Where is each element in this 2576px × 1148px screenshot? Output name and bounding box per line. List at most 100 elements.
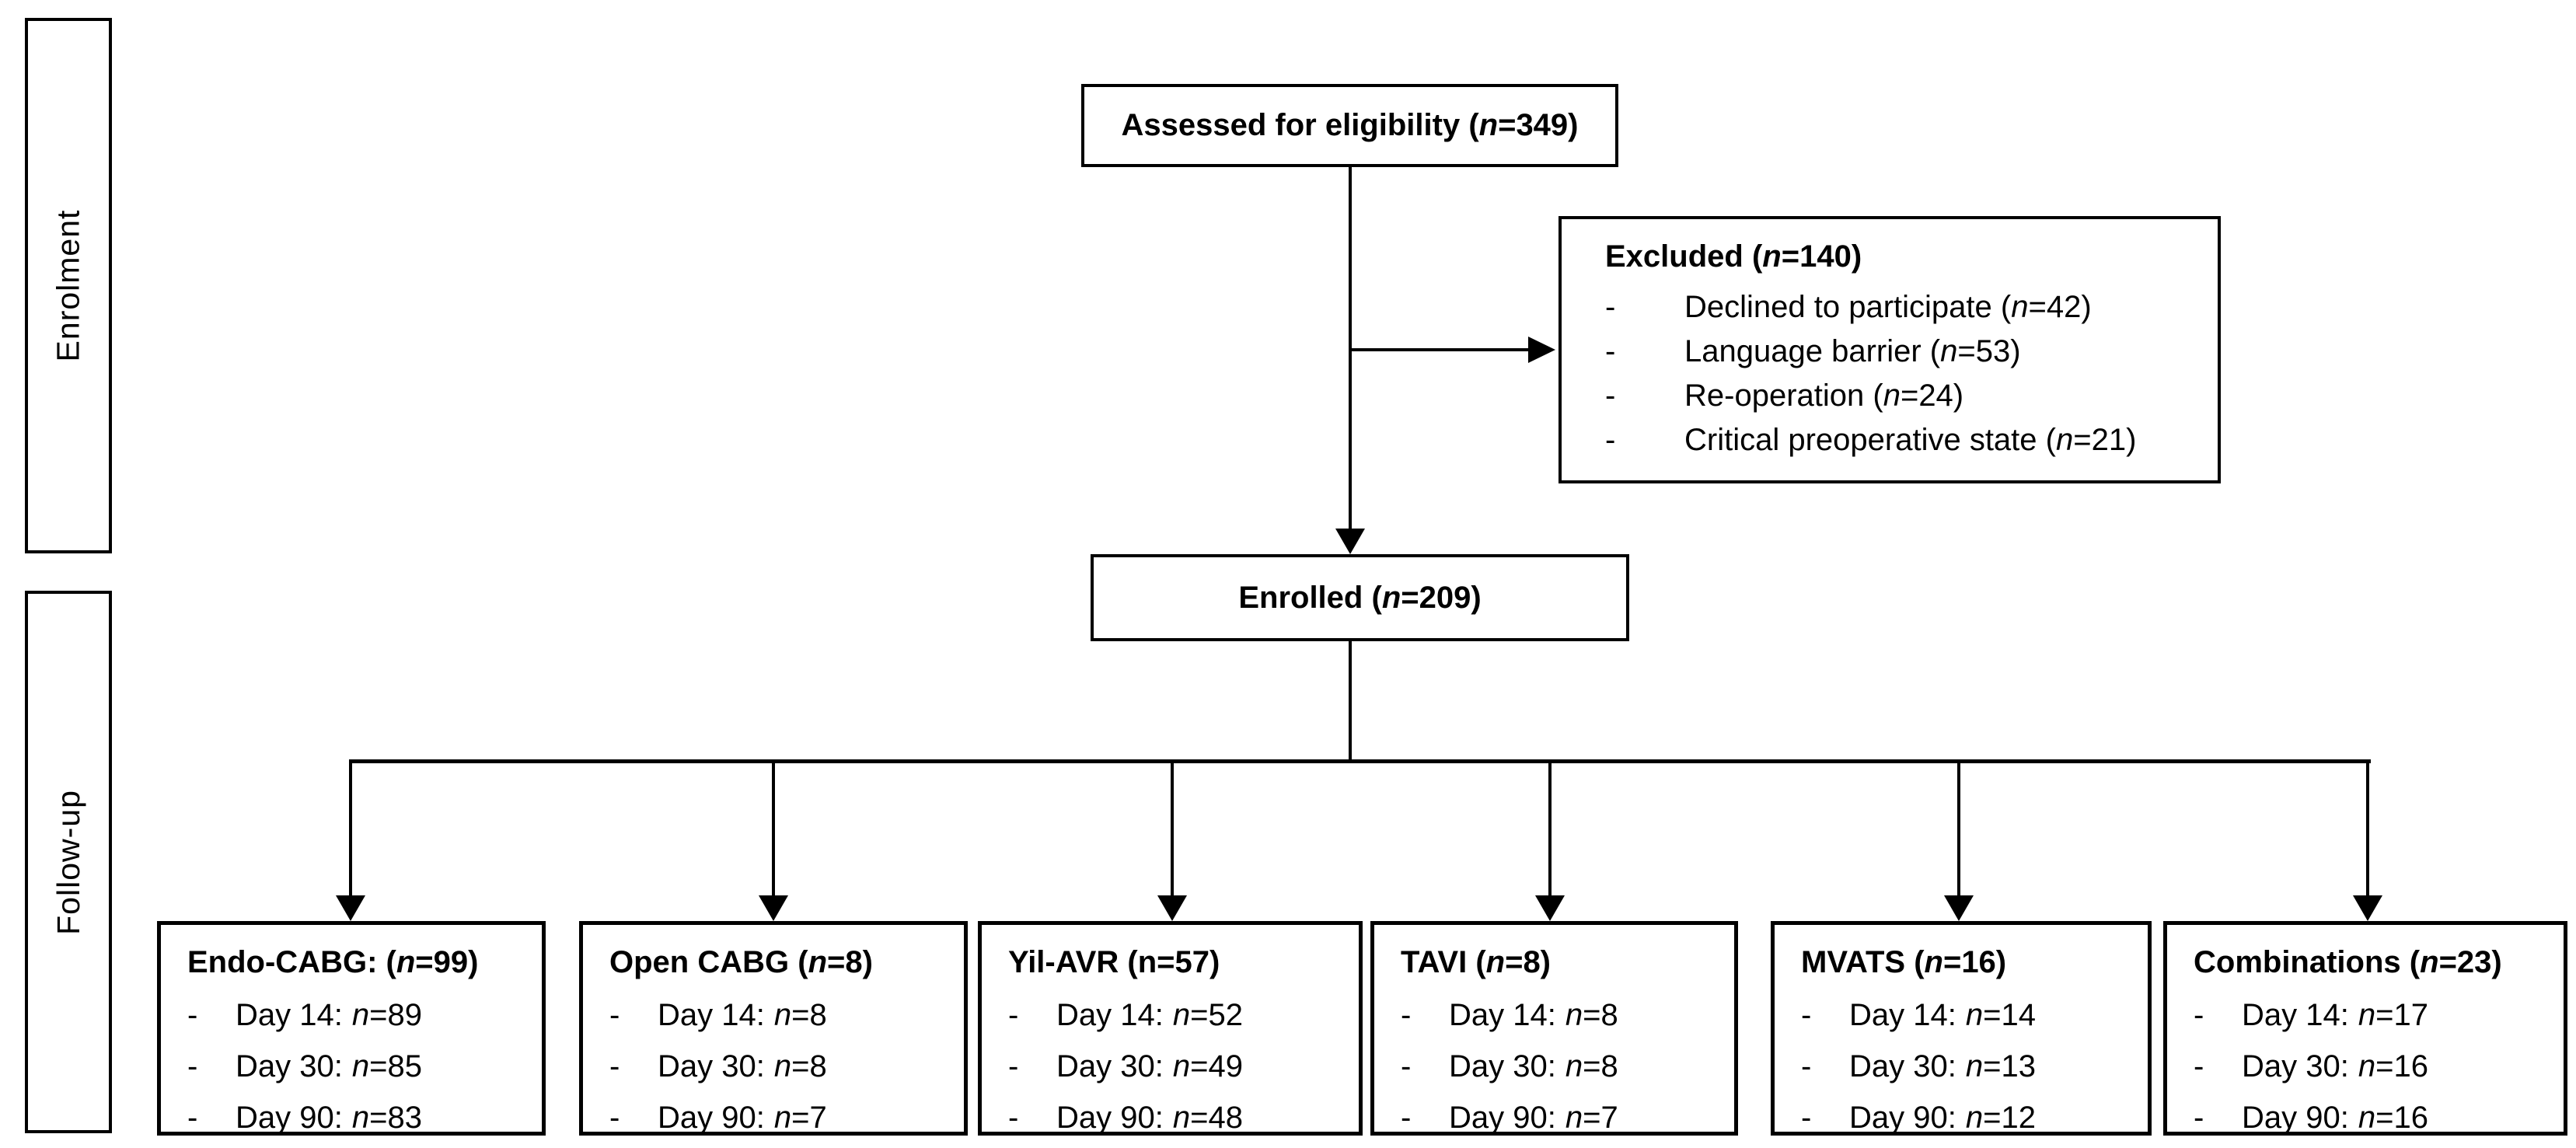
group-title: TAVI (n=8): [1374, 945, 1734, 980]
day-label: Day 90:: [2242, 1101, 2349, 1135]
enrolled-box: Enrolled (n=209): [1091, 554, 1629, 641]
day-n: n=16: [2358, 1101, 2428, 1135]
bullet-dash: -: [1605, 290, 1616, 324]
day-text: Day 90:n=7: [658, 1092, 827, 1143]
bullet-dash: -: [609, 1049, 620, 1083]
day-n: n=8: [1565, 1049, 1618, 1083]
stage-box-followup-inner: Follow-up: [28, 594, 109, 1130]
excluded-title-label: Excluded: [1605, 239, 1744, 274]
bullet-dash: -: [187, 998, 198, 1032]
arrowhead-into-enrolled: [1335, 529, 1365, 554]
day-n: n=16: [2358, 1049, 2428, 1083]
arrowhead-combinations: [2353, 895, 2382, 921]
group-day-row: -Day 14:n=8: [1374, 989, 1734, 1041]
day-n: n=85: [351, 1049, 422, 1083]
excluded-title-n: (n=140): [1751, 239, 1862, 274]
bullet-dash: -: [1605, 423, 1616, 457]
enrolled-label: Enrolled: [1238, 580, 1363, 615]
day-n: n=13: [1965, 1049, 2036, 1083]
enrolled-n: (n=209): [1371, 580, 1482, 615]
group-box-combinations: Combinations (n=23) - Day 14:n=17 -Day 30…: [2163, 921, 2567, 1136]
bullet-dash: -: [1008, 1101, 1019, 1135]
day-n: n=8: [773, 998, 827, 1032]
drop-line-yil-avr: [1171, 763, 1174, 897]
enrolled-text: Enrolled (n=209): [1238, 581, 1481, 616]
excluded-reason-text: Critical preoperative state (n=21): [1684, 418, 2136, 462]
day-text: Day 30:n=13: [1849, 1041, 2036, 1092]
group-box-mvats: MVATS (n=16) -Day 14:n=14 - Day 30:n=13 -…: [1771, 921, 2152, 1136]
group-day-row: - Day 30:n=85: [161, 1041, 542, 1092]
stage-box-followup: Follow-up: [25, 591, 112, 1133]
excluded-reason-label: Re-operation: [1684, 379, 1865, 413]
day-label: Day 30:: [658, 1049, 765, 1083]
bullet-dash: -: [1801, 1049, 1812, 1083]
day-n: n=7: [1565, 1101, 1618, 1135]
distribution-line: [349, 759, 2371, 763]
group-title-n: (n=16): [1914, 945, 2007, 979]
drop-line-mvats: [1957, 763, 1960, 897]
group-title-label: Open CABG: [609, 945, 790, 979]
day-label: Day 30:: [236, 1049, 343, 1083]
arrowhead-into-excluded: [1528, 337, 1555, 363]
bullet-dash: -: [1008, 1049, 1019, 1083]
day-text: Day 30:n=85: [236, 1041, 422, 1092]
excluded-reason-text: Declined to participate (n=42): [1684, 285, 2092, 330]
arrowhead-yil-avr: [1157, 895, 1187, 921]
excluded-reason-label: Declined to participate: [1684, 290, 1992, 324]
group-title: Yil-AVR (n=57): [982, 945, 1359, 980]
group-box-endo-cabg: Endo-CABG: (n=99) -Day 14:n=89 - Day 30:n…: [157, 921, 546, 1136]
stage-box-enrolment: Enrolment: [25, 18, 112, 553]
group-box-yil-avr: Yil-AVR (n=57) -Day 14:n=52 -Day 30:n=49…: [978, 921, 1363, 1136]
group-day-row: -Day 90:n=7: [1374, 1092, 1734, 1143]
group-day-row: -Day 30:n=49: [982, 1041, 1359, 1092]
day-n: n=8: [773, 1049, 827, 1083]
day-text: Day 90:n=12: [1849, 1092, 2036, 1143]
day-text: Day 14:n=8: [1449, 989, 1618, 1041]
bullet-dash: -: [187, 1101, 198, 1135]
day-text: Day 30:n=8: [1449, 1041, 1618, 1092]
group-day-row: -Day 14:n=14: [1775, 989, 2148, 1041]
day-label: Day 90:: [236, 1101, 343, 1135]
excluded-reason-row: - Declined to participate (n=42): [1562, 285, 2218, 330]
day-label: Day 14:: [1449, 998, 1556, 1032]
group-title-label: Yil-AVR: [1008, 945, 1119, 979]
group-title-n: (n=8): [798, 945, 873, 979]
assessed-text: Assessed for eligibility (n=349): [1121, 108, 1578, 143]
arrowhead-open-cabg: [759, 895, 788, 921]
day-text: Day 14:n=17: [2242, 989, 2428, 1041]
group-day-row: - Day 30:n=13: [1775, 1041, 2148, 1092]
bullet-dash: -: [1801, 1101, 1812, 1135]
group-title-n: (n=57): [1127, 945, 1220, 979]
excluded-reason-row: - Re-operation (n=24): [1562, 374, 2218, 418]
group-day-row: -Day 30:n=16: [2167, 1041, 2564, 1092]
day-label: Day 14:: [658, 998, 765, 1032]
group-title: Endo-CABG: (n=99): [161, 945, 542, 980]
excluded-reason-n: (n=21): [2045, 423, 2137, 457]
group-title-label: MVATS: [1801, 945, 1906, 979]
excluded-reason-n: (n=42): [2000, 290, 2092, 324]
group-day-row: -Day 14:n=52: [982, 989, 1359, 1041]
excluded-reason-row: - Language barrier (n=53): [1562, 330, 2218, 374]
group-day-row: - Day 30:n=8: [1374, 1041, 1734, 1092]
day-label: Day 14:: [2242, 998, 2349, 1032]
bullet-dash: -: [609, 1101, 620, 1135]
excluded-reason-row: - Critical preoperative state (n=21): [1562, 418, 2218, 462]
bullet-dash: -: [1401, 1101, 1412, 1135]
bullet-dash: -: [1401, 1049, 1412, 1083]
group-day-row: -Day 90:n=16: [2167, 1092, 2564, 1143]
group-day-row: -Day 14:n=8: [583, 989, 964, 1041]
group-title: Combinations (n=23): [2167, 945, 2564, 980]
group-title: MVATS (n=16): [1775, 945, 2148, 980]
group-day-row: -Day 90:n=83: [161, 1092, 542, 1143]
group-title: Open CABG (n=8): [583, 945, 964, 980]
excluded-reason-text: Language barrier (n=53): [1684, 330, 2021, 374]
group-day-row: -Day 14:n=89: [161, 989, 542, 1041]
bullet-dash: -: [2194, 998, 2204, 1032]
drop-line-endo-cabg: [349, 763, 352, 897]
bullet-dash: -: [187, 1049, 198, 1083]
group-box-open-cabg: Open CABG (n=8) -Day 14:n=8 -Day 30:n=8 …: [579, 921, 968, 1136]
bullet-dash: -: [1008, 998, 1019, 1032]
day-n: n=89: [351, 998, 422, 1032]
excluded-reason-n: (n=24): [1873, 379, 1964, 413]
